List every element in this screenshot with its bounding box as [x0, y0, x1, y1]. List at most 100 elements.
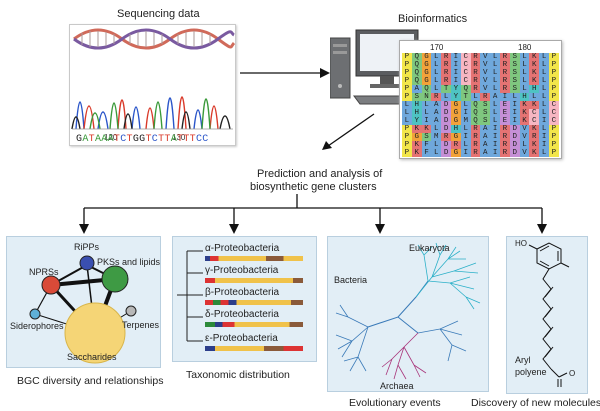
alignment-cell: L: [460, 125, 471, 133]
alignment-cell: A: [480, 141, 491, 149]
alignment-cell: V: [480, 53, 491, 61]
alignment-cell: G: [411, 133, 422, 141]
label-archaea: Archaea: [380, 381, 414, 391]
alignment-cell: L: [431, 69, 442, 77]
alignment-cell: E: [500, 109, 510, 117]
alignment-cell: R: [441, 77, 451, 85]
alignment-cell: G: [451, 109, 461, 117]
alignment-cell: L: [539, 69, 549, 77]
alignment-cell: R: [500, 125, 510, 133]
molecule-name-line1: Aryl: [515, 355, 531, 365]
alignment-cell: D: [509, 133, 520, 141]
alignment-cell: I: [421, 117, 432, 125]
alignment-cell: K: [411, 149, 422, 157]
molecule-name-line2: polyene: [515, 367, 547, 377]
alignment-cell: C: [549, 109, 559, 117]
base-sequence: GATAAATCTGGTCTTATTTCC: [76, 134, 209, 145]
alignment-cell: R: [441, 69, 451, 77]
alignment-cell: P: [402, 149, 412, 157]
alignment-cell: D: [441, 101, 451, 109]
node-label-saccharides: Saccharides: [67, 352, 117, 362]
taxon-alpha: α-Proteobacteria: [205, 243, 280, 254]
node-label-ripps: RiPPs: [74, 242, 100, 252]
alignment-cell: P: [402, 141, 412, 149]
alignment-cell: C: [549, 101, 559, 109]
base-letter: A: [107, 134, 114, 145]
alignment-cell: R: [470, 149, 481, 157]
alignment-cell: R: [470, 125, 481, 133]
alignment-cell: A: [480, 149, 491, 157]
sequence-tick-120: 120: [104, 133, 118, 142]
alignment-cell: P: [549, 93, 559, 101]
alignment-cell: R: [500, 85, 510, 93]
alignment-cell: M: [460, 117, 471, 125]
alignment-cell: S: [421, 133, 432, 141]
evolution-caption: Evolutionary events: [349, 397, 441, 409]
base-letter: T: [189, 134, 196, 145]
alignment-cell: P: [549, 125, 559, 133]
base-letter: T: [113, 134, 121, 145]
alignment-cell: Q: [470, 109, 481, 117]
alignment-cell: A: [480, 125, 491, 133]
alignment-cell: L: [402, 101, 412, 109]
alignment-cell: L: [470, 93, 481, 101]
alignment-cell: H: [411, 109, 422, 117]
alignment-cell: L: [431, 125, 442, 133]
alignment-cell: G: [421, 53, 432, 61]
alignment-cell: A: [411, 85, 422, 93]
gene-bar-delta: [205, 322, 303, 327]
molecule-caption: Discovery of new molecules: [471, 397, 600, 409]
base-letter: A: [94, 134, 102, 145]
alignment-cell: A: [490, 93, 500, 101]
alignment-cell: K: [519, 101, 530, 109]
alignment-cell: G: [421, 61, 432, 69]
node-label-nprs: NPRSs: [29, 267, 59, 277]
alignment-cell: L: [539, 109, 549, 117]
evolution-panel: Eukaryota Bacteria Archaea: [327, 236, 489, 392]
alignment-cell: K: [529, 149, 540, 157]
sequencing-data-label: Sequencing data: [117, 8, 200, 20]
taxon-epsilon: ε-Proteobacteria: [205, 333, 278, 344]
alignment-cell: L: [421, 101, 432, 109]
alignment-cell: R: [431, 93, 442, 101]
alignment-cell: L: [529, 93, 540, 101]
alignment-cell: K: [421, 125, 432, 133]
taxon-delta: δ-Proteobacteria: [205, 309, 279, 320]
alignment-cell: R: [480, 93, 491, 101]
chromatogram-peaks: [71, 96, 231, 130]
alignment-cell: L: [490, 117, 500, 125]
alignment-cell: C: [460, 77, 471, 85]
alignment-cell: I: [490, 141, 500, 149]
label-eukaryota: Eukaryota: [409, 243, 450, 253]
alignment-cell: N: [421, 93, 432, 101]
taxonomy-tree-svg: [177, 250, 203, 342]
alignment-cell: L: [402, 109, 412, 117]
alignment-cell: I: [500, 93, 510, 101]
alignment-cell: A: [480, 133, 491, 141]
base-letter: T: [177, 134, 184, 145]
alignment-cell: I: [460, 149, 471, 157]
bgc-caption: BGC diversity and relationships: [17, 375, 164, 387]
base-letter: G: [132, 134, 140, 145]
alignment-cell: I: [451, 61, 461, 69]
taxon-beta: β-Proteobacteria: [205, 287, 280, 298]
base-letter: A: [101, 134, 108, 145]
alignment-cell: G: [451, 149, 461, 157]
alignment-cell: V: [480, 69, 491, 77]
alignment-cell: P: [402, 125, 412, 133]
alignment-cell: K: [529, 69, 540, 77]
alignment-cell: L: [431, 53, 442, 61]
dna-helix-icon: [73, 28, 236, 50]
base-letter: C: [202, 134, 209, 145]
alignment-cell: K: [529, 77, 540, 85]
alignment-cell: L: [539, 85, 549, 93]
alignment-cell: E: [500, 101, 510, 109]
oxygen-label: O: [569, 369, 576, 378]
alignment-cell: V: [519, 125, 530, 133]
alignment-cell: I: [460, 109, 471, 117]
alignment-cell: L: [460, 141, 471, 149]
alignment-cell: P: [402, 93, 412, 101]
prediction-label-line1: Prediction and analysis of: [257, 168, 383, 180]
alignment-cell: I: [451, 77, 461, 85]
